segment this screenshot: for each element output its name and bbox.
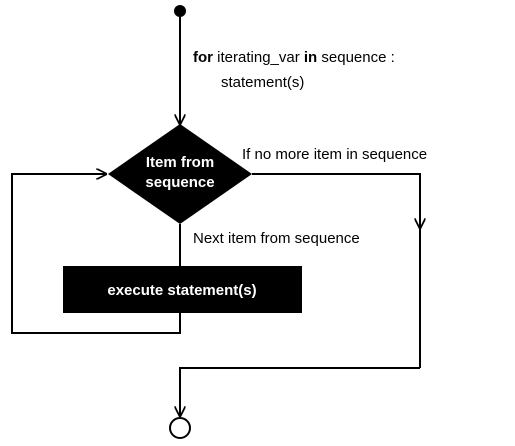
end-node [169, 417, 191, 439]
execute-statements-label: execute statement(s) [107, 282, 256, 299]
loop-back-edge [11, 174, 181, 334]
exit-edge [180, 367, 420, 416]
no-more-items-edge [252, 173, 420, 228]
start-node [174, 5, 186, 17]
decision-label-line2: sequence [145, 174, 214, 191]
next-item-label: Next item from sequence [193, 230, 360, 247]
code-line-1: for iterating_var in sequence : [193, 49, 395, 66]
decision-label-line1: Item from [146, 154, 214, 171]
decision-diamond [108, 124, 252, 224]
code-line-2: statement(s) [221, 74, 304, 91]
execute-statements-box [63, 266, 302, 313]
no-more-items-label: If no more item in sequence [242, 146, 427, 163]
